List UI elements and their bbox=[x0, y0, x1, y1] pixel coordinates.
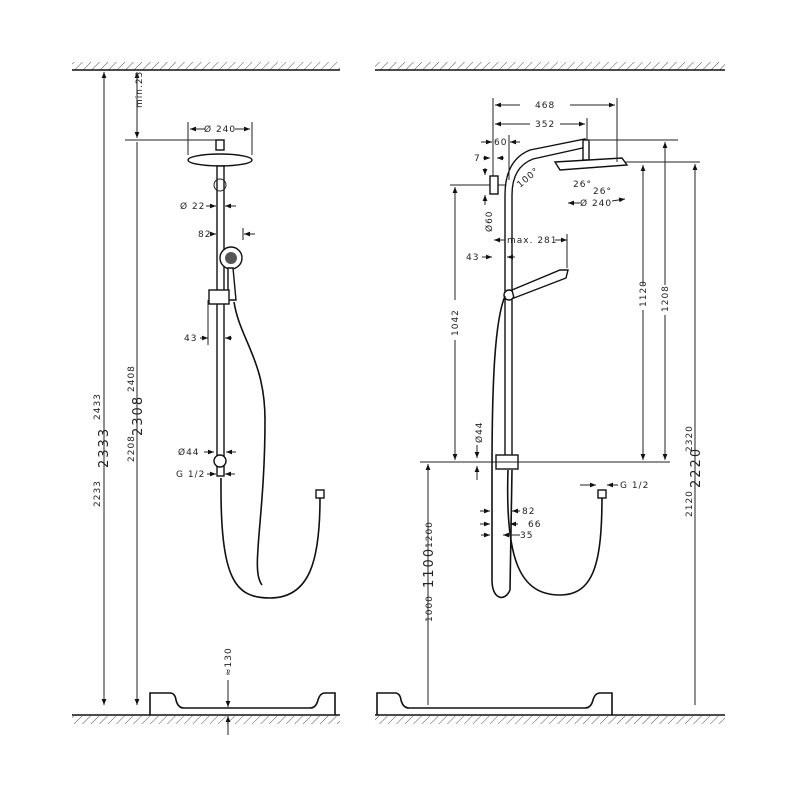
wall-offset-label: 60 bbox=[494, 138, 507, 148]
wall-bracket bbox=[489, 175, 499, 195]
overhead-shower-head bbox=[553, 157, 629, 171]
pipe-clamp bbox=[213, 178, 227, 192]
riser-pipe bbox=[216, 165, 225, 477]
total-height-label-2: 2220 bbox=[689, 447, 704, 488]
hose-back bbox=[491, 295, 513, 599]
slider-offset-label: 43 bbox=[184, 334, 197, 344]
shower-tray bbox=[149, 692, 336, 715]
hose-loop bbox=[506, 469, 603, 596]
hose-loop bbox=[220, 477, 321, 599]
hose-end bbox=[597, 489, 607, 499]
connector bbox=[213, 454, 227, 468]
connector-height-label-1: 1200 bbox=[425, 521, 435, 548]
connector-thread-label: G 1/2 bbox=[176, 470, 205, 480]
connector-thread-label: G 1/2 bbox=[620, 481, 649, 491]
bracket-diameter-label: Ø60 bbox=[484, 210, 495, 232]
head-height-label-1: 2408 bbox=[127, 365, 137, 392]
head-angle-label-1: 26° bbox=[573, 180, 592, 190]
pole-offset-label: 43 bbox=[466, 253, 479, 263]
pipe-diameter-label: Ø 22 bbox=[180, 201, 205, 212]
depth-label-1: 82 bbox=[522, 507, 535, 517]
left-view: min.25 2433 2333 2233 2408 2308 2208 Ø 2… bbox=[72, 62, 340, 735]
total-height-label-3: 2120 bbox=[685, 490, 695, 517]
hose-end bbox=[315, 489, 325, 499]
tray-height-label: ≈130 bbox=[224, 647, 234, 676]
connector-diameter-label: Ø44 bbox=[474, 421, 485, 443]
hand-shower-reach-label: max. 281 bbox=[507, 236, 558, 246]
hose-upper bbox=[233, 301, 266, 586]
bracket-height-label: 1042 bbox=[451, 309, 461, 336]
head-height-label-2: 1208 bbox=[661, 285, 671, 312]
hand-shower-offset-label: 82 bbox=[198, 230, 211, 240]
head-height-label-1: 1120 bbox=[639, 280, 649, 307]
ceiling-hatch bbox=[375, 62, 725, 70]
depth-label-2: 66 bbox=[528, 520, 541, 530]
total-height-label-1: 2320 bbox=[685, 425, 695, 452]
total-height-label-3: 2233 bbox=[93, 480, 103, 507]
total-height-label-1: 2433 bbox=[93, 393, 103, 420]
connector-diameter-label: Ø44 bbox=[178, 447, 200, 458]
overhead-shower-head bbox=[187, 153, 253, 167]
ceiling-clearance-label: min.25 bbox=[135, 71, 145, 108]
depth-label-3: 35 bbox=[520, 531, 533, 541]
connector-height-label-2: 1100 bbox=[422, 547, 437, 588]
total-height-label-2: 2333 bbox=[97, 427, 112, 468]
floor-hatch bbox=[72, 716, 340, 724]
arm-reach-total-label: 468 bbox=[535, 101, 555, 111]
head-height-label-3: 2208 bbox=[127, 435, 137, 462]
ceiling-hatch bbox=[72, 62, 340, 70]
shower-tray bbox=[376, 692, 613, 715]
connector-height-label-3: 1000 bbox=[425, 595, 435, 622]
head-angle-label-2: 26° bbox=[593, 187, 612, 197]
head-diameter-label: Ø 240 bbox=[204, 124, 236, 135]
head-diameter-label: Ø 240 bbox=[580, 198, 612, 209]
right-view: 468 352 60 7 100° 26° 26° Ø 240 Ø60 max.… bbox=[375, 62, 725, 724]
hand-shower bbox=[511, 269, 569, 299]
floor-hatch bbox=[375, 716, 725, 724]
head-height-label-2: 2308 bbox=[131, 395, 146, 436]
hand-shower-nozzles bbox=[225, 252, 237, 264]
slider bbox=[208, 289, 230, 305]
arm-reach-label: 352 bbox=[535, 120, 555, 130]
head-joint bbox=[582, 139, 590, 161]
bracket-offset-label: 7 bbox=[474, 154, 481, 164]
head-connector bbox=[215, 139, 225, 151]
